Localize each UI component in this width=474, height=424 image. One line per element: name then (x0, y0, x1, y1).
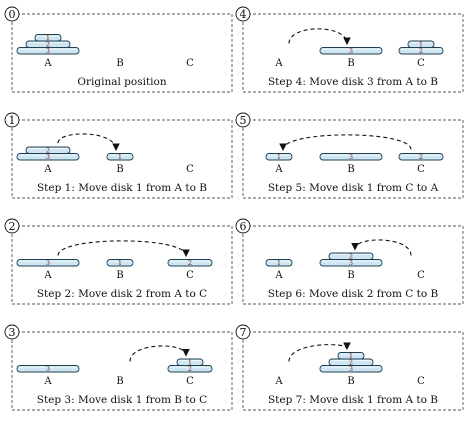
peg-label-a: A (274, 58, 283, 69)
peg-label-c: C (186, 164, 194, 175)
disk-1-label: 1 (349, 352, 353, 360)
move-arrow (129, 345, 190, 362)
disk-2-label: 2 (46, 147, 50, 155)
step-number: 5 (240, 114, 247, 127)
peg-label-b: B (116, 164, 123, 175)
peg-label-b: B (347, 270, 354, 281)
disk-1-label: 1 (46, 34, 50, 42)
panel-frame (242, 13, 464, 93)
panel-frame (11, 331, 233, 411)
step-caption: Step 3: Move disk 1 from B to C (37, 394, 207, 406)
step-caption: Step 2: Move disk 2 from A to C (37, 288, 207, 300)
disk-3-label: 3 (349, 47, 353, 55)
step-caption: Step 6: Move disk 2 from C to B (268, 288, 439, 300)
disk-2-label: 2 (188, 259, 192, 267)
panel-step-5: 5 1A 3B 2C Step 5: Move disk 1 from C to A (235, 112, 464, 199)
disk-1-label: 1 (118, 259, 122, 267)
step-number-badge (235, 218, 251, 234)
disk-3-label: 3 (46, 259, 50, 267)
peg-label-b: B (116, 270, 123, 281)
disk-3-label: 3 (349, 153, 353, 161)
step-number: 6 (240, 220, 247, 233)
panel-step-2: 2 3A 1B 2C Step 2: Move disk 2 from A to C (4, 218, 233, 305)
peg-label-b: B (347, 58, 354, 69)
step-number: 7 (240, 326, 247, 339)
disk-1-label: 1 (419, 41, 423, 49)
disk-2-label: 2 (349, 359, 353, 367)
step-number-badge (4, 6, 20, 22)
move-arrow (279, 134, 412, 152)
move-arrow (57, 133, 120, 152)
panel-frame (242, 119, 464, 199)
disk-3-label: 3 (46, 365, 50, 373)
peg-label-b: B (116, 376, 123, 387)
peg-label-b: B (116, 58, 123, 69)
disk-2-label: 2 (188, 365, 192, 373)
move-arrow (57, 240, 190, 258)
peg-label-a: A (274, 164, 283, 175)
step-number-badge (235, 112, 251, 128)
peg-label-c: C (186, 58, 194, 69)
disk-3-label: 3 (46, 47, 50, 55)
disk-2-label: 2 (349, 253, 353, 261)
step-caption: Step 7: Move disk 1 from A to B (268, 394, 438, 406)
disk-1-label: 1 (277, 153, 281, 161)
peg-label-a: A (43, 376, 52, 387)
disk-1-label: 1 (188, 359, 192, 367)
peg-label-c: C (417, 376, 425, 387)
peg-label-c: C (417, 270, 425, 281)
step-caption: Original position (77, 76, 166, 88)
disk-2-label: 2 (419, 47, 423, 55)
panel-frame (11, 119, 233, 199)
panel-step-4: 4A 3B 21C Step 4: Move disk 3 from A to B (235, 6, 464, 93)
step-number-badge (235, 6, 251, 22)
peg-label-a: A (43, 164, 52, 175)
peg-label-c: C (186, 270, 194, 281)
panel-step-6: 6 1A 32B C Step 6: Move disk 2 from C to B (235, 218, 464, 305)
panel-frame (242, 331, 464, 411)
step-caption: Step 4: Move disk 3 from A to B (268, 76, 438, 88)
move-arrow (288, 28, 351, 46)
peg-label-c: C (417, 164, 425, 175)
step-caption: Step 1: Move disk 1 from A to B (37, 182, 207, 194)
step-number: 2 (9, 220, 16, 233)
step-number: 3 (9, 326, 16, 339)
disk-2-label: 2 (419, 153, 423, 161)
move-arrow (288, 342, 351, 362)
step-number-badge (4, 324, 20, 340)
step-caption: Step 5: Move disk 1 from C to A (268, 182, 439, 194)
step-number: 4 (240, 8, 247, 21)
step-number-badge (235, 324, 251, 340)
panel-frame (11, 13, 233, 93)
disk-3-label: 3 (349, 365, 353, 373)
peg-label-a: A (274, 270, 283, 281)
peg-label-a: A (43, 270, 52, 281)
disk-3-label: 3 (46, 153, 50, 161)
step-number-badge (4, 112, 20, 128)
step-number: 1 (9, 114, 16, 127)
peg-label-b: B (347, 164, 354, 175)
peg-label-b: B (347, 376, 354, 387)
disk-1-label: 1 (118, 153, 122, 161)
step-number-badge (4, 218, 20, 234)
disk-1-label: 1 (277, 259, 281, 267)
peg-label-a: A (43, 58, 52, 69)
panel-step-1: 1 32A 1B C Step 1: Move disk 1 from A to B (4, 112, 233, 199)
disk-3-label: 3 (349, 259, 353, 267)
peg-label-c: C (417, 58, 425, 69)
peg-label-c: C (186, 376, 194, 387)
step-number: 0 (9, 8, 16, 21)
panel-frame (11, 225, 233, 305)
disk-2-label: 2 (46, 41, 50, 49)
peg-label-a: A (274, 376, 283, 387)
panel-step-3: 3 3A B 21C Step 3: Move disk 1 from B to C (4, 324, 233, 411)
panel-frame (242, 225, 464, 305)
